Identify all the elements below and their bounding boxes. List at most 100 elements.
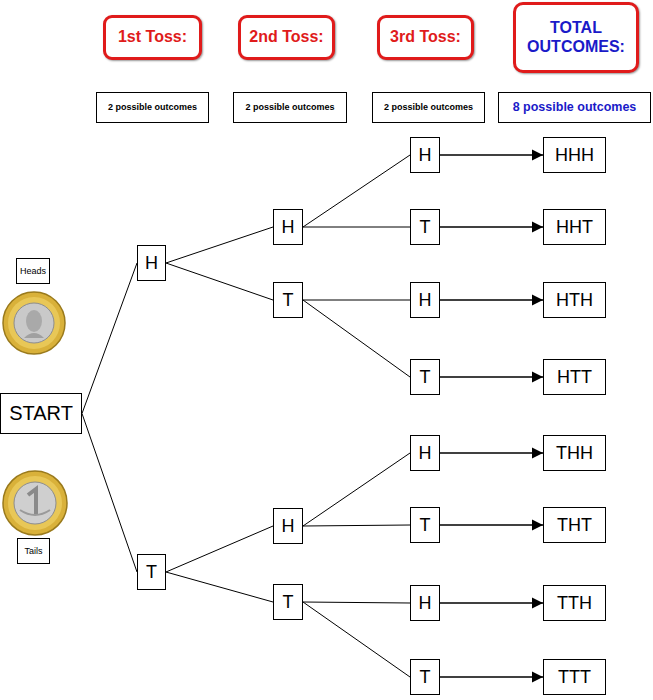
branch-line <box>166 526 273 572</box>
coin-ring <box>3 292 65 354</box>
outcome-box: THH <box>543 435 606 471</box>
coin-label: Heads <box>16 258 50 284</box>
node-text: H <box>282 217 295 238</box>
outcome-box: HTT <box>543 359 606 395</box>
node-text: H <box>282 516 295 537</box>
branch-line <box>303 300 410 301</box>
node-text: T <box>283 290 294 311</box>
branch-line <box>303 525 410 526</box>
coin-label: Tails <box>17 538 50 564</box>
coin-banner <box>20 510 50 515</box>
toss-box: H <box>273 508 303 544</box>
coin-numeral-shape <box>28 489 36 515</box>
node-text: Tails <box>24 546 42 556</box>
node-text: T <box>420 217 431 238</box>
outcome-arrow <box>440 676 543 678</box>
node-text: H <box>145 253 158 274</box>
toss-box: H <box>410 435 440 471</box>
node-text: TTT <box>558 667 591 688</box>
node-text: TTH <box>557 593 592 614</box>
node-text: 8 possible outcomes <box>513 100 637 114</box>
outcome-arrow <box>440 376 543 378</box>
node-text: TOTAL OUTCOMES: <box>522 19 630 56</box>
branch-line <box>303 453 410 526</box>
outcome-box: HHH <box>543 137 606 173</box>
tails-coin <box>3 471 67 535</box>
header-box: 3rd Toss: <box>377 15 474 60</box>
node-text: 2 possible outcomes <box>384 102 473 112</box>
node-text: 2 possible outcomes <box>245 102 334 112</box>
coin-center <box>14 303 54 343</box>
outcome-box: HHT <box>543 209 606 245</box>
toss-box: T <box>410 659 440 695</box>
header-box: 2nd Toss: <box>238 15 335 60</box>
toss-box: T <box>410 209 440 245</box>
count-box: 2 possible outcomes <box>96 92 209 123</box>
node-text: 3rd Toss: <box>390 28 461 46</box>
node-text: START <box>9 402 73 425</box>
node-text: 2nd Toss: <box>249 28 323 46</box>
node-text: HHH <box>555 145 594 166</box>
coin-center <box>14 482 56 524</box>
header-box: 1st Toss: <box>103 15 202 60</box>
node-text: T <box>420 515 431 536</box>
node-text: T <box>283 592 294 613</box>
outcome-arrow <box>440 299 543 301</box>
node-text: Heads <box>20 266 46 276</box>
toss-box: H <box>410 137 440 173</box>
toss-box: H <box>410 282 440 318</box>
outcome-arrow <box>440 154 543 156</box>
branch-line <box>303 155 410 227</box>
branch-line <box>82 414 137 573</box>
coin-face <box>26 310 42 332</box>
branch-line <box>82 263 137 414</box>
node-text: T <box>146 562 157 583</box>
branch-line <box>303 602 410 603</box>
toss-box: T <box>410 507 440 543</box>
outcome-box: TTT <box>543 659 606 695</box>
node-text: H <box>419 443 432 464</box>
node-text: THH <box>556 443 593 464</box>
coin-ring-inner <box>8 476 62 530</box>
outcome-box: HTH <box>543 282 606 318</box>
toss-box: H <box>273 209 303 245</box>
toss-box: T <box>273 584 303 620</box>
start-box: START <box>0 393 82 434</box>
branch-line <box>166 263 273 300</box>
branch-line <box>166 572 273 602</box>
node-text: T <box>420 367 431 388</box>
outcome-arrow <box>440 524 543 526</box>
outcome-box: TTH <box>543 585 606 621</box>
header-box: TOTAL OUTCOMES: <box>513 2 639 73</box>
heads-coin <box>3 292 65 354</box>
node-text: THT <box>557 515 592 536</box>
outcome-arrow <box>440 602 543 604</box>
count-box: 2 possible outcomes <box>372 92 485 123</box>
node-text: 2 possible outcomes <box>108 102 197 112</box>
node-text: T <box>420 667 431 688</box>
branch-line <box>303 300 410 377</box>
node-text: H <box>419 593 432 614</box>
outcome-box: THT <box>543 507 606 543</box>
coin-ring <box>3 471 67 535</box>
toss-box: T <box>137 554 166 590</box>
coin-ring-inner <box>8 297 60 349</box>
branch-line <box>166 227 273 263</box>
branch-line <box>303 227 410 228</box>
outcome-arrow <box>440 452 543 454</box>
toss-box: T <box>273 282 303 318</box>
node-text: H <box>419 290 432 311</box>
toss-box: H <box>137 245 166 281</box>
coin-shoulders <box>24 333 44 338</box>
count-box: 2 possible outcomes <box>233 92 347 123</box>
node-text: HTH <box>556 290 593 311</box>
outcome-arrow <box>440 226 543 228</box>
node-text: HHT <box>556 217 593 238</box>
toss-box: T <box>410 359 440 395</box>
node-text: 1st Toss: <box>118 28 187 46</box>
toss-box: H <box>410 585 440 621</box>
count-box: 8 possible outcomes <box>498 92 651 123</box>
